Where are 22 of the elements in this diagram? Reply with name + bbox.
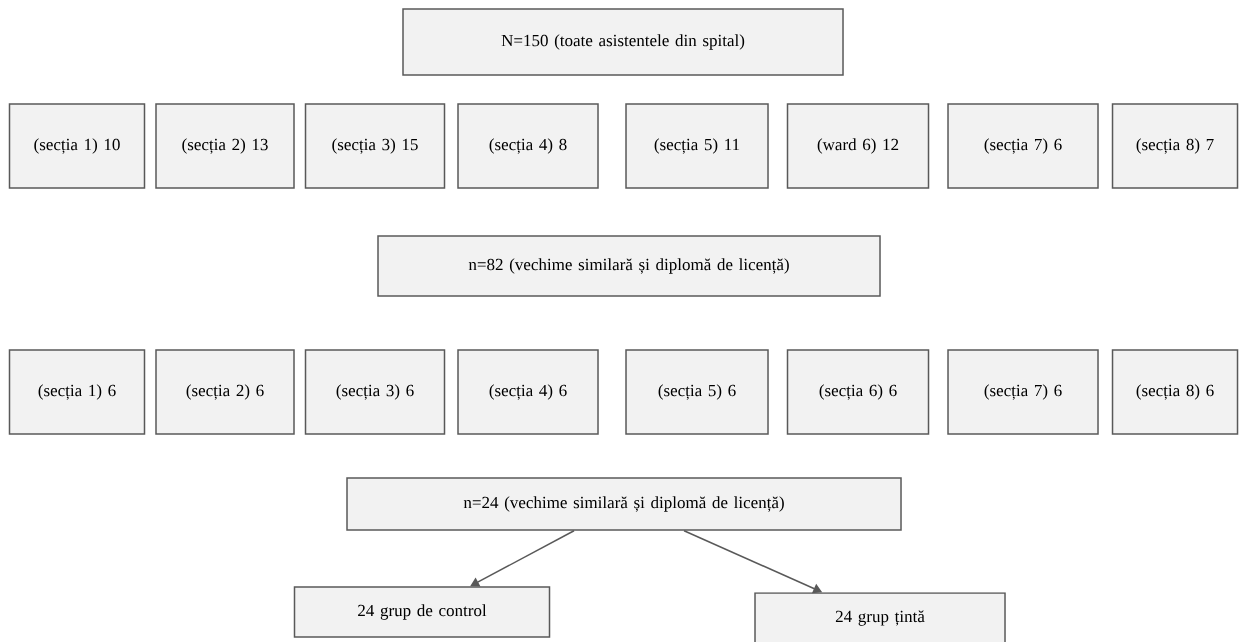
ward-box: (secția 5) 6 bbox=[625, 349, 769, 435]
arrow bbox=[470, 530, 575, 587]
group-box: 24 grup țintă bbox=[754, 592, 1006, 642]
ward-box: (secția 6) 6 bbox=[786, 349, 930, 435]
ward-box: (secția 7) 6 bbox=[947, 349, 1099, 435]
ward-box: (secția 8) 7 bbox=[1111, 103, 1239, 189]
ward-box: (secția 5) 11 bbox=[625, 103, 769, 189]
group-box: 24 grup de control bbox=[293, 586, 551, 638]
group-box: n=82 (vechime similară și diplomă de licență) bbox=[377, 235, 881, 297]
ward-box: (secția 8) 6 bbox=[1111, 349, 1239, 435]
ward-box: (ward 6) 12 bbox=[786, 103, 930, 189]
ward-box: (secția 4) 6 bbox=[457, 349, 599, 435]
ward-box: (secția 2) 13 bbox=[155, 103, 295, 189]
ward-box: (secția 2) 6 bbox=[155, 349, 295, 435]
ward-box: (secția 7) 6 bbox=[947, 103, 1099, 189]
ward-box: (secția 3) 15 bbox=[304, 103, 446, 189]
group-box: N=150 (toate asistentele din spital) bbox=[402, 8, 844, 76]
ward-box: (secția 1) 6 bbox=[8, 349, 146, 435]
ward-box: (secția 1) 10 bbox=[8, 103, 146, 189]
ward-box: (secția 4) 8 bbox=[457, 103, 599, 189]
ward-box: (secția 3) 6 bbox=[304, 349, 446, 435]
group-box: n=24 (vechime similară și diplomă de licență) bbox=[346, 477, 902, 531]
